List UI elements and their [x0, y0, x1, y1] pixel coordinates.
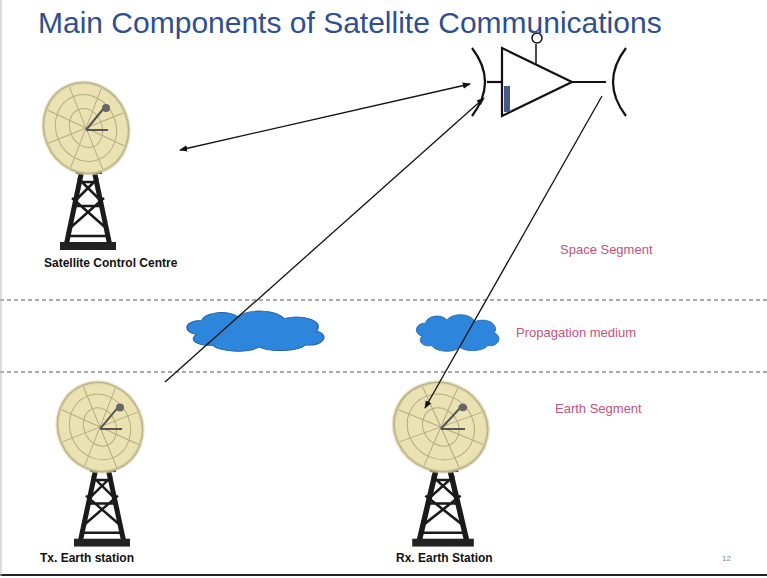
- slide-frame: [0, 574, 767, 576]
- station-label: Satellite Control Centre: [44, 257, 177, 271]
- rx-dish: [379, 370, 503, 547]
- segment-label: Earth Segment: [555, 402, 642, 417]
- cloud: [416, 315, 499, 352]
- slide-number: 12: [722, 554, 731, 563]
- slide-frame: [1, 0, 2, 576]
- station-label: Tx. Earth station: [40, 552, 134, 566]
- segment-label: Propagation medium: [516, 326, 636, 341]
- segment-divider: [0, 371, 767, 372]
- segment-label: Space Segment: [560, 243, 653, 258]
- control-dish: [30, 70, 142, 250]
- uplink: [165, 98, 484, 382]
- segment-divider: [0, 299, 767, 300]
- station-label: Rx. Earth Station: [396, 552, 493, 566]
- control-link: [180, 84, 470, 150]
- slide-title: Main Components of Satellite Communicati…: [38, 6, 662, 41]
- satellite-symbol: [472, 33, 626, 116]
- tx-dish: [44, 370, 156, 547]
- cloud: [187, 311, 324, 351]
